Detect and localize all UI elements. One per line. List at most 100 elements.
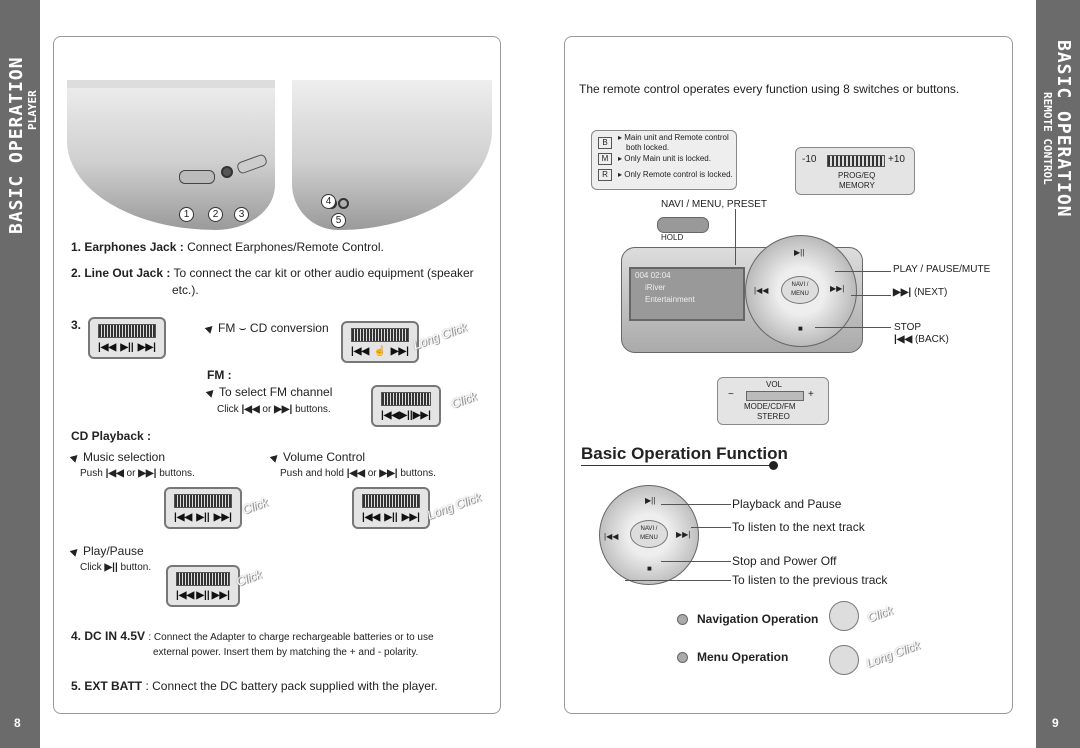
navi-preset-label: NAVI / MENU, PRESET xyxy=(661,199,767,210)
nav-op-click-label: Click xyxy=(865,602,895,626)
remote-dial[interactable]: NAVI / MENU ▶|| ▶▶| ■ |◀◀ xyxy=(745,235,857,347)
fn-next-icon: ▶▶| xyxy=(676,530,691,539)
back-icon: |◀◀ xyxy=(894,334,913,345)
eq-plus: +10 xyxy=(888,154,905,165)
right-sidebar-title: BASIC OPERATION xyxy=(1053,40,1074,218)
vol-slider[interactable] xyxy=(746,391,804,401)
item2-text: To connect the car kit or other audio eq… xyxy=(173,266,474,280)
callout-4: 4 xyxy=(321,194,336,209)
fn-stop-icon: ■ xyxy=(647,564,652,573)
dial-play-icon[interactable]: ▶|| xyxy=(794,248,805,257)
long-click-label-2: Long Click xyxy=(425,489,483,523)
vol-plus[interactable]: + xyxy=(808,389,814,400)
long-click-label-1: Long Click xyxy=(411,319,469,353)
callout-2: 2 xyxy=(208,207,223,222)
ext-batt-jack xyxy=(338,198,349,209)
item2-text2: etc.). xyxy=(172,283,199,297)
music-selection: Music selection xyxy=(69,450,165,465)
cd-heading: CD Playback : xyxy=(71,429,152,443)
menu-op-label: Menu Operation xyxy=(697,650,789,664)
callout-5: 5 xyxy=(331,213,346,228)
item1: 1. Earphones Jack : Connect Earphones/Re… xyxy=(71,240,384,255)
left-sidebar-title: BASIC OPERATION xyxy=(6,56,27,234)
click-label-2: Click xyxy=(240,494,270,518)
menu-op-bullet-icon xyxy=(677,652,688,663)
item4-text: : Connect the Adapter to charge recharge… xyxy=(148,632,434,643)
earphone-jack xyxy=(179,170,215,184)
lcd-line2: iRiver xyxy=(645,283,666,292)
lock-r-icon: R xyxy=(598,169,612,181)
lock-line2: ▸ Only Main unit is locked. xyxy=(618,154,711,163)
right-sidebar: BASIC OPERATION REMOTE CONTROL 9 xyxy=(1036,0,1080,748)
play-pause: Play/Pause xyxy=(69,544,144,559)
next-icon: ▶▶| xyxy=(893,287,912,298)
left-sidebar-subtitle: PLAYER xyxy=(26,90,39,130)
remote-lcd-4: |◀◀▶||▶▶| xyxy=(164,487,242,529)
dial-next-icon[interactable]: ▶▶| xyxy=(830,284,845,293)
fn-play-icon: ▶|| xyxy=(645,496,656,505)
lock-line1b: both locked. xyxy=(626,143,670,152)
function-dial: NAVI / MENU ▶|| ▶▶| ■ |◀◀ xyxy=(599,485,699,585)
next-label: ▶▶| (NEXT) xyxy=(893,287,948,298)
function-playback: Playback and Pause xyxy=(732,497,842,511)
eq-label1: PROG/EQ xyxy=(838,171,876,180)
vol-label: VOL xyxy=(766,380,783,389)
vol-mode: MODE/CD/FM xyxy=(744,402,796,411)
callout-1: 1 xyxy=(179,207,194,222)
fm-heading: FM : xyxy=(207,368,232,382)
dial-navi-menu-button[interactable]: NAVI / MENU xyxy=(781,276,819,304)
dial-prev-icon[interactable]: |◀◀ xyxy=(754,286,769,295)
hold-switch xyxy=(657,217,709,233)
remote-lcd-3: |◀◀▶||▶▶| xyxy=(371,385,441,427)
right-sidebar-subtitle: REMOTE CONTROL xyxy=(1041,92,1054,185)
volume-control: Volume Control xyxy=(269,450,365,465)
item5-text: : Connect the DC battery pack supplied w… xyxy=(145,679,438,693)
function-next: To listen to the next track xyxy=(732,520,865,534)
click-label-1: Click xyxy=(449,388,479,412)
item1-text: Connect Earphones/Remote Control. xyxy=(187,240,384,254)
section-title: Basic Operation Function xyxy=(581,444,788,463)
hold-label: HOLD xyxy=(661,233,684,242)
hand-icon: ☝ xyxy=(373,346,387,357)
section-underline xyxy=(581,465,773,466)
music-push-instruction: Push |◀◀ or ▶▶| buttons. xyxy=(80,468,195,479)
item4-text2: external power. Insert them by matching … xyxy=(153,647,419,658)
remote-lcd-screen: 004 02:04 iRiver Entertainment xyxy=(629,267,745,321)
item2: 2. Line Out Jack : To connect the car ki… xyxy=(71,266,474,281)
eq-label2: MEMORY xyxy=(839,181,875,190)
stop-label: STOP xyxy=(894,322,922,333)
item4-label: 4. DC IN 4.5V xyxy=(71,629,146,643)
cd-conv-text: CD conversion xyxy=(249,321,329,335)
next-icon: ▶▶| xyxy=(137,342,156,353)
dial-stop-icon[interactable]: ■ xyxy=(798,324,803,333)
player-photo-right xyxy=(292,80,492,230)
fn-prev-icon: |◀◀ xyxy=(604,532,619,541)
vol-stereo: STEREO xyxy=(757,412,790,421)
play-pause-instruction: Click ▶|| button. xyxy=(80,562,152,573)
lcd-line1: 004 02:04 xyxy=(635,271,671,280)
lock-line1: ▸ Main unit and Remote control xyxy=(618,133,729,142)
nav-op-bullet-icon xyxy=(677,614,688,625)
menu-op-long-click-label: Long Click xyxy=(864,637,922,671)
item2-label: 2. Line Out Jack : xyxy=(71,266,171,280)
left-sidebar: BASIC OPERATION PLAYER 8 xyxy=(0,0,40,748)
left-panel: 1 2 3 4 5 1. Earphones Jack : Connect Ea… xyxy=(53,36,501,714)
nav-op-label: Navigation Operation xyxy=(697,612,819,626)
lock-b-icon: B xyxy=(598,137,612,149)
remote-lcd-5: |◀◀▶||▶▶| xyxy=(352,487,430,529)
right-page-number: 9 xyxy=(1052,716,1059,730)
vol-minus[interactable]: − xyxy=(728,389,734,400)
remote-lcd-1: |◀◀▶||▶▶| xyxy=(88,317,166,359)
item5-label: 5. EXT BATT xyxy=(71,679,143,693)
menu-op-button-icon xyxy=(829,645,859,675)
fm-conv-text: FM xyxy=(218,321,236,335)
function-stop: Stop and Power Off xyxy=(732,554,837,568)
eq-box: -10 +10 PROG/EQ MEMORY xyxy=(795,147,915,195)
item4: 4. DC IN 4.5V : Connect the Adapter to c… xyxy=(71,629,434,645)
fm-click-instruction: Click |◀◀ or ▶▶| buttons. xyxy=(217,404,331,415)
lock-m-icon: M xyxy=(598,153,612,165)
fm-select: To select FM channel xyxy=(205,385,332,400)
lcd-line3: Entertainment xyxy=(645,295,695,304)
prev-icon: |◀◀ xyxy=(98,342,117,353)
volume-push-instruction: Push and hold |◀◀ or ▶▶| buttons. xyxy=(280,468,436,479)
